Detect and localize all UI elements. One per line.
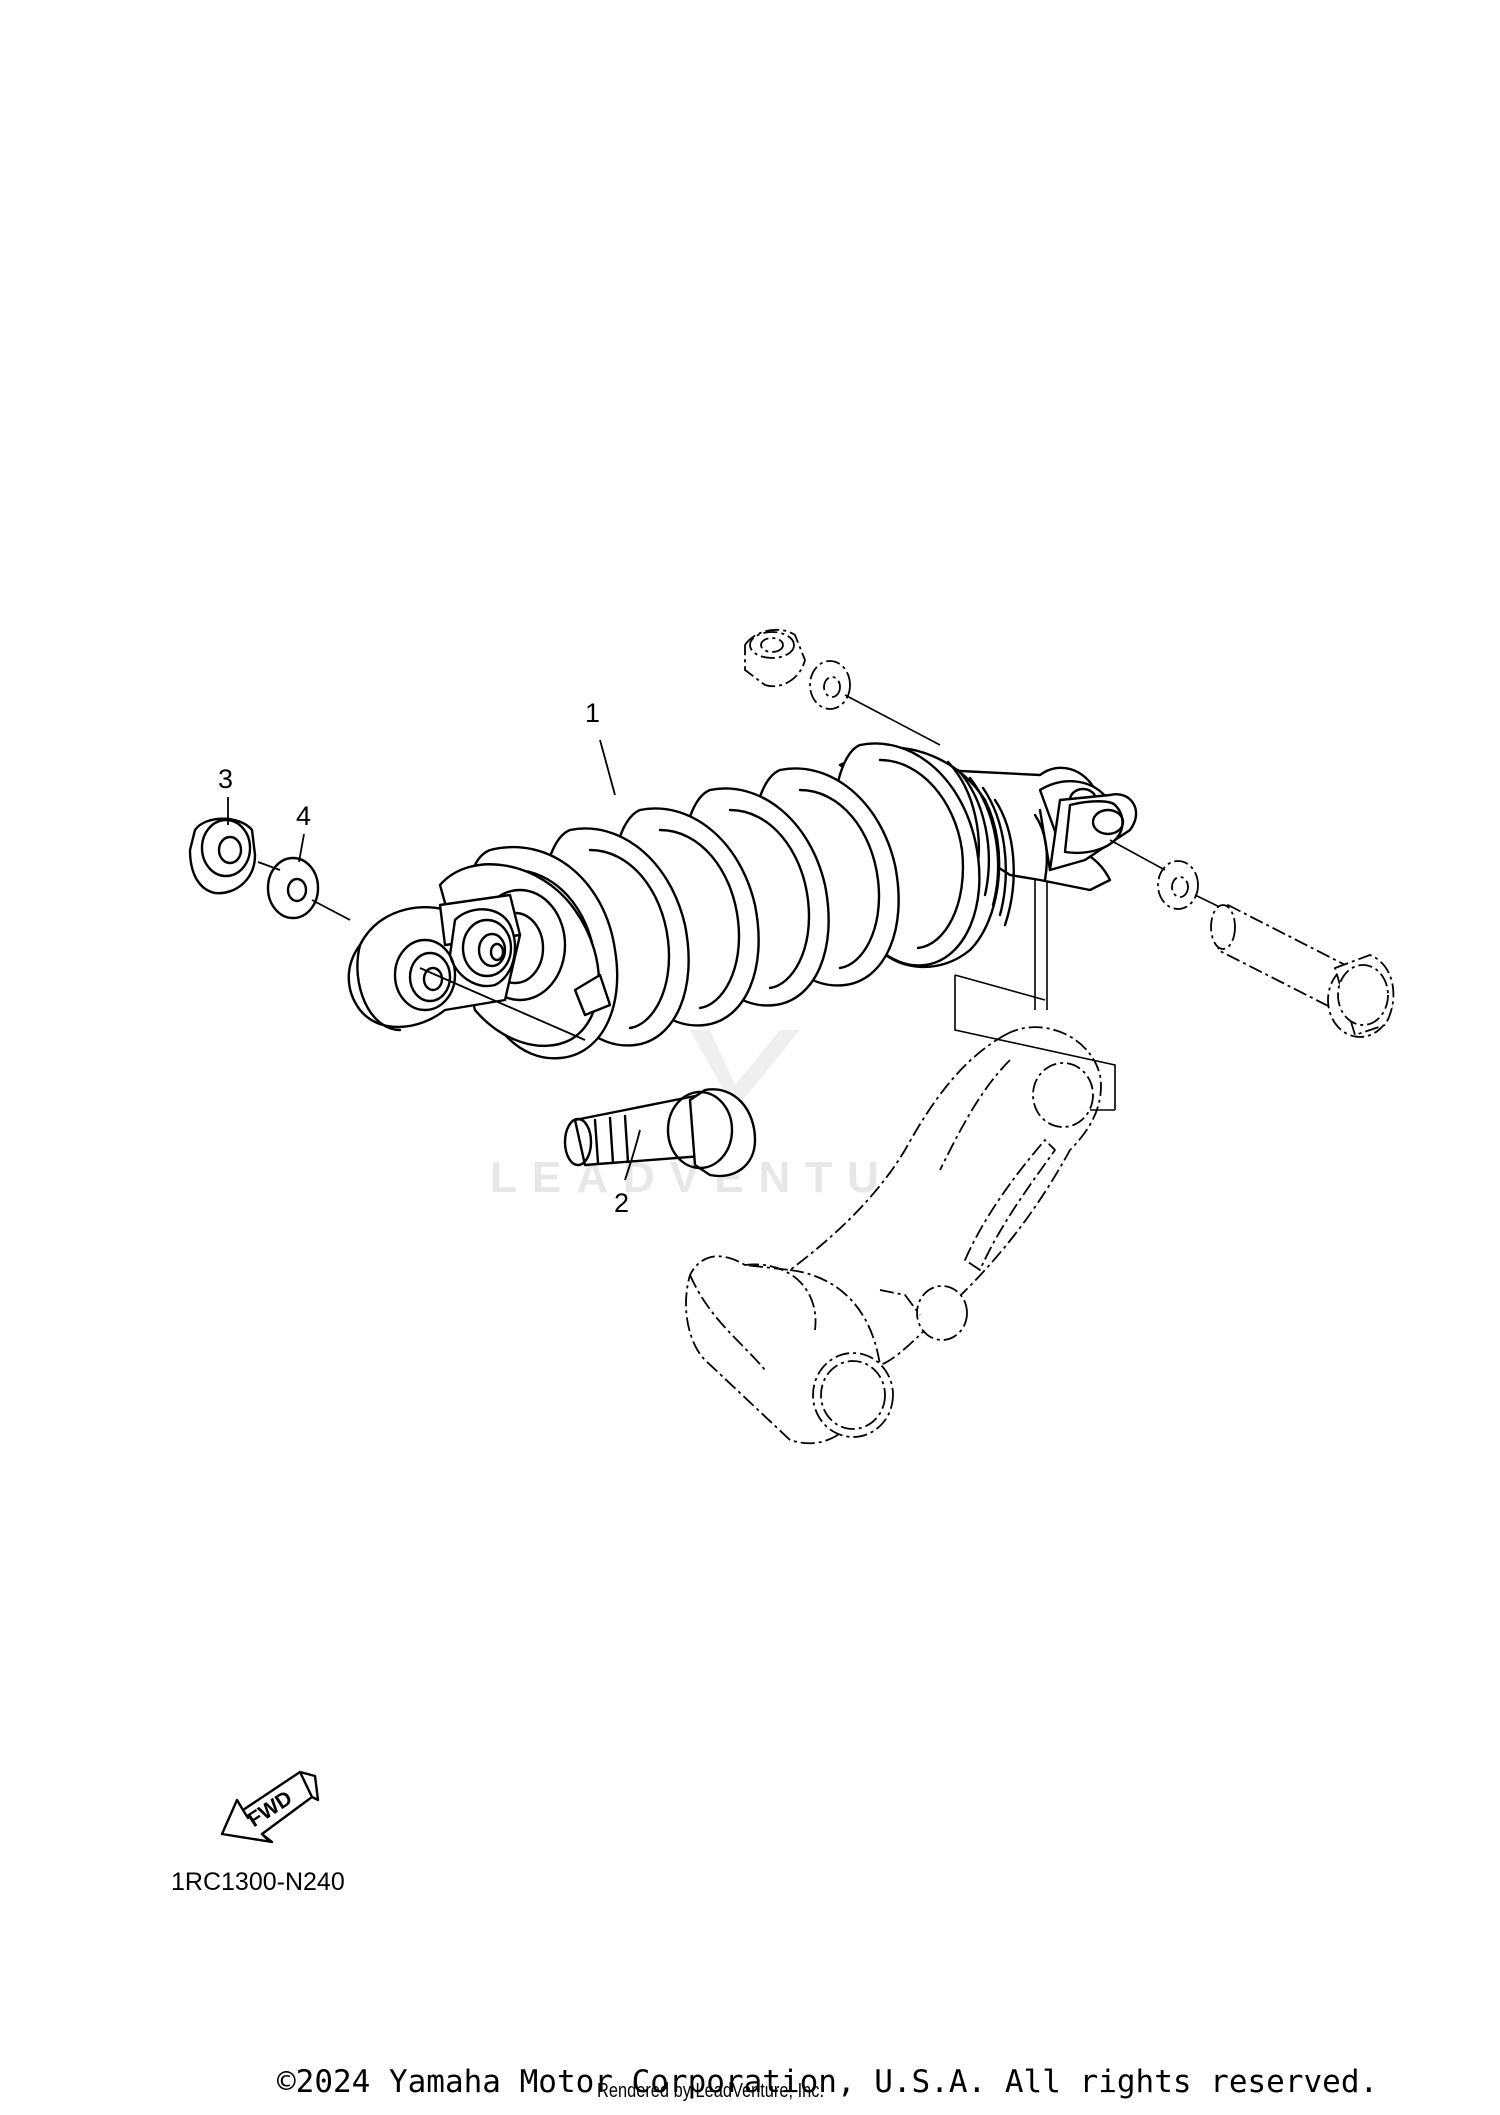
callout-4: 4 bbox=[296, 801, 311, 863]
washer-axis-line bbox=[311, 899, 351, 921]
callout-1-label: 1 bbox=[585, 698, 600, 728]
upper-nut-phantom bbox=[744, 628, 806, 688]
shock-absorber bbox=[347, 742, 1138, 1060]
upper-washer-phantom bbox=[809, 660, 851, 710]
diagram-code: 1RC1300-N240 bbox=[171, 1868, 345, 1896]
nut-axis-line bbox=[257, 861, 281, 871]
callout-3: 3 bbox=[218, 764, 233, 825]
mounting-reference-lines bbox=[954, 880, 1116, 1111]
relay-arm-phantom bbox=[685, 1026, 1102, 1445]
callout-4-label: 4 bbox=[296, 801, 311, 831]
forward-arrow-icon: FWD bbox=[220, 1770, 320, 1844]
bolt-axis-line bbox=[419, 967, 586, 1041]
right-washer-phantom bbox=[1157, 860, 1199, 910]
lower-nut bbox=[188, 817, 257, 895]
lower-bolt bbox=[563, 1088, 757, 1178]
callout-1: 1 bbox=[585, 698, 616, 796]
callout-2: 2 bbox=[614, 1129, 641, 1218]
upper-axis-line bbox=[844, 694, 941, 746]
callout-2-label: 2 bbox=[614, 1188, 629, 1218]
upper-bolt-phantom bbox=[1210, 904, 1395, 1038]
right-axis-line bbox=[1109, 839, 1166, 871]
copyright-notice: ©2024 Yamaha Motor Corporation, U.S.A. A… bbox=[277, 2064, 1379, 2100]
callout-3-label: 3 bbox=[218, 764, 233, 794]
lower-washer bbox=[266, 856, 320, 920]
rendered-by-notice: Rendered by LeadVenture, Inc. bbox=[597, 2080, 825, 2102]
